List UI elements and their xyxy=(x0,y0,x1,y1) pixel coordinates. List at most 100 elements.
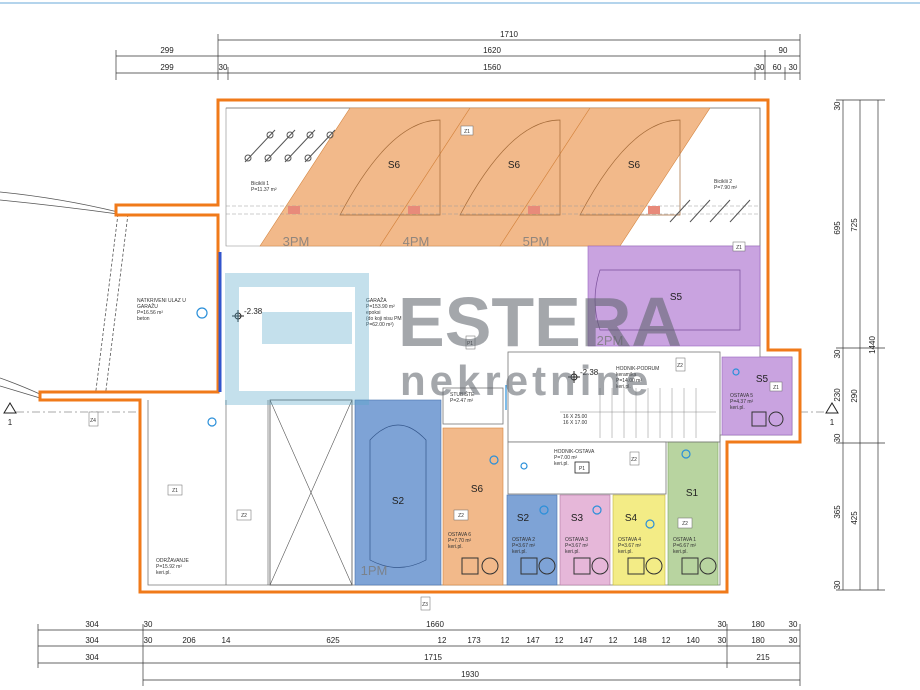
svg-text:147: 147 xyxy=(579,636,593,645)
shaft xyxy=(269,399,353,586)
svg-text:GARAŽA: GARAŽA xyxy=(366,296,387,304)
svg-text:S2: S2 xyxy=(392,496,405,507)
svg-text:12: 12 xyxy=(501,636,510,645)
svg-text:1: 1 xyxy=(8,418,13,427)
svg-text:Biciklii 2: Biciklii 2 xyxy=(714,179,732,185)
svg-text:Z1: Z1 xyxy=(172,488,178,494)
svg-text:12: 12 xyxy=(609,636,618,645)
svg-text:1930: 1930 xyxy=(461,670,479,679)
svg-text:keri.pl.: keri.pl. xyxy=(448,544,463,550)
svg-text:Z4: Z4 xyxy=(90,418,96,424)
svg-text:Z2: Z2 xyxy=(631,457,637,463)
zone-tags: Z1 Z1 Z4 Z1 Z2 Z2 Z2 Z2 Z3 Z1 P1 P1 Z2 xyxy=(88,125,783,611)
svg-text:OSTAVA 3: OSTAVA 3 xyxy=(565,537,588,543)
svg-text:keri.pl.: keri.pl. xyxy=(512,549,527,555)
svg-text:OSTAVA 5: OSTAVA 5 xyxy=(730,393,753,399)
pm3-label: 3PM xyxy=(283,234,310,249)
svg-text:S5: S5 xyxy=(756,374,769,385)
dimension-texts-bottom: 304 30 1660 30 180 30 304 30 206 14 625 … xyxy=(85,620,798,679)
svg-text:30: 30 xyxy=(833,101,842,110)
dimension-texts-right: 30 695 725 30 230 290 30 365 425 30 1440 xyxy=(833,101,877,589)
svg-text:30: 30 xyxy=(718,636,727,645)
svg-text:304: 304 xyxy=(85,636,99,645)
svg-text:1: 1 xyxy=(830,418,835,427)
svg-text:147: 147 xyxy=(526,636,540,645)
svg-text:keri.pl.: keri.pl. xyxy=(554,461,569,467)
svg-text:365: 365 xyxy=(833,505,842,519)
svg-text:180: 180 xyxy=(751,636,765,645)
svg-text:1660: 1660 xyxy=(426,620,444,629)
bay-label-1: S6 xyxy=(388,160,401,171)
svg-text:STUBIŠTE: STUBIŠTE xyxy=(450,391,475,398)
svg-text:30: 30 xyxy=(144,636,153,645)
svg-text:S6: S6 xyxy=(471,484,484,495)
svg-text:-2.38: -2.38 xyxy=(244,307,263,316)
svg-text:P=15.92 m²: P=15.92 m² xyxy=(156,564,182,570)
svg-text:206: 206 xyxy=(182,636,196,645)
svg-text:230: 230 xyxy=(833,388,842,402)
watermark-line1: ESTERA xyxy=(398,283,682,361)
svg-text:HODNIK-PODRUM: HODNIK-PODRUM xyxy=(616,366,659,372)
storage-ost2: S2 OSTAVA 2 P=3.67 m² keri.pl. xyxy=(506,494,558,586)
svg-text:30: 30 xyxy=(833,433,842,442)
watermark: ESTERA nekretnine xyxy=(225,273,682,405)
dim-e: 30 xyxy=(219,63,228,72)
svg-text:P=11.37 m²: P=11.37 m² xyxy=(251,187,277,193)
svg-text:30: 30 xyxy=(789,620,798,629)
svg-text:1PM: 1PM xyxy=(361,563,388,578)
bay-label-2: S6 xyxy=(508,160,521,171)
svg-text:OSTAVA 1: OSTAVA 1 xyxy=(673,537,696,543)
svg-text:keri.pl.: keri.pl. xyxy=(618,549,633,555)
storage-ost4: S4 OSTAVA 4 P=3.67 m² keri.pl. xyxy=(612,494,666,586)
svg-text:30: 30 xyxy=(718,620,727,629)
svg-text:30: 30 xyxy=(833,580,842,589)
svg-text:30: 30 xyxy=(833,349,842,358)
svg-text:Z3: Z3 xyxy=(422,602,428,608)
svg-text:OSTAVA 4: OSTAVA 4 xyxy=(618,537,641,543)
bike-icons xyxy=(244,129,751,223)
svg-text:P=6.67 m²: P=6.67 m² xyxy=(673,543,697,549)
svg-text:Z1: Z1 xyxy=(773,385,779,391)
svg-text:P1: P1 xyxy=(579,466,585,472)
svg-text:P=4.37 m²: P=4.37 m² xyxy=(730,399,754,405)
svg-text:NATKRIVENI ULAZ U: NATKRIVENI ULAZ U xyxy=(137,298,186,304)
pm5-label: 5PM xyxy=(523,234,550,249)
svg-text:S4: S4 xyxy=(625,513,638,524)
parking-bays-s6: S6 S6 S6 3PM 4PM 5PM xyxy=(226,107,760,249)
svg-text:695: 695 xyxy=(833,221,842,235)
svg-text:Z2: Z2 xyxy=(677,363,683,369)
svg-text:148: 148 xyxy=(633,636,647,645)
level-markers: -2.38 -2.38 xyxy=(232,307,599,383)
dim-total: 1710 xyxy=(500,30,518,39)
svg-text:keri.pl.: keri.pl. xyxy=(730,405,745,411)
svg-text:2PM: 2PM xyxy=(597,333,624,348)
openings xyxy=(196,252,740,529)
svg-text:16 X 17.00: 16 X 17.00 xyxy=(563,420,587,426)
svg-text:P=7.70 m²: P=7.70 m² xyxy=(448,538,472,544)
svg-text:S2: S2 xyxy=(517,513,530,524)
dim-a: 299 xyxy=(160,46,174,55)
entrance-ramp xyxy=(0,191,129,399)
svg-text:keri.pl.: keri.pl. xyxy=(673,549,688,555)
svg-text:GARAŽU: GARAŽU xyxy=(137,302,158,310)
dim-c: 90 xyxy=(779,46,788,55)
svg-text:P=3.67 m²: P=3.67 m² xyxy=(512,543,536,549)
dimension-texts-top: 1710 299 1620 90 299 30 1560 30 60 30 xyxy=(160,30,798,72)
svg-text:P=2.47 m²: P=2.47 m² xyxy=(450,398,474,404)
svg-text:12: 12 xyxy=(662,636,671,645)
svg-text:P=3.67 m²: P=3.67 m² xyxy=(618,543,642,549)
svg-text:keri.pl.: keri.pl. xyxy=(616,384,631,390)
svg-text:290: 290 xyxy=(850,389,859,403)
svg-text:(do koji nisu PM: (do koji nisu PM xyxy=(366,316,402,322)
svg-text:Z2: Z2 xyxy=(458,513,464,519)
svg-text:140: 140 xyxy=(686,636,700,645)
svg-text:P=153.90 m²: P=153.90 m² xyxy=(366,304,395,310)
svg-text:180: 180 xyxy=(751,620,765,629)
pm4-label: 4PM xyxy=(403,234,430,249)
svg-text:12: 12 xyxy=(555,636,564,645)
svg-text:725: 725 xyxy=(850,218,859,232)
svg-text:P1: P1 xyxy=(467,341,473,347)
dim-h: 60 xyxy=(773,63,782,72)
dim-g: 30 xyxy=(756,63,765,72)
